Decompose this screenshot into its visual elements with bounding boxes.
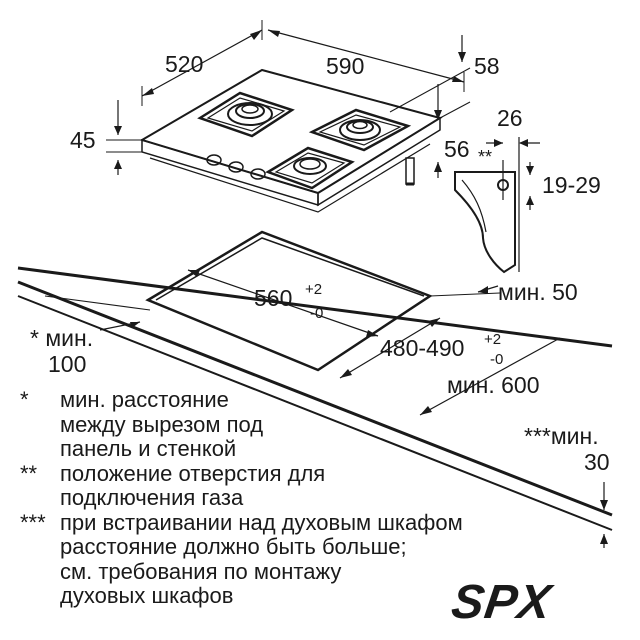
footnote-2-line-1: положение отверстия для [60,460,326,486]
footnote-1-mark: * [20,387,29,412]
hob-front-edge [141,138,319,207]
dimension-arrows [114,30,608,544]
footnote-3-line-1: при встраивании над духовым шкафом [60,509,463,535]
dim-cutout-width-tol-minus: -0 [310,305,323,322]
spx-logo: SPX [448,576,555,629]
dim-cutout-width-tol-plus: +2 [305,281,322,298]
footnote-1-line-1: мин. расстояние [60,387,229,412]
dim-width-top: 590 [326,53,364,79]
footnote-1-line-2: между вырезом под [60,411,264,437]
footnote-1: * мин. расстояние между вырезом под пане… [20,387,580,462]
footnote-2-line-2: подключения газа [60,485,244,510]
dim-cutout-depth: 480-490 [380,335,464,361]
dim-depth-top: 520 [165,51,203,77]
control-knobs [206,154,266,180]
footnote-3: *** при встраивании над духовым шкафом р… [20,509,580,609]
dim-height: 45 [70,127,96,153]
dim-thickness-side: 58 [474,53,500,79]
dim-cutout-width: 560 [254,285,292,311]
hob-dimension-lines [106,20,471,178]
hob-foot-right [405,157,415,185]
footnote-3-line-3: см. требования по монтажу [60,558,342,584]
dim-min-thickness-line2: 30 [584,449,610,475]
hob-body [149,143,431,213]
dim-min-thickness-line1: ***мин. [524,423,599,449]
dim-min-back: мин. 50 [498,279,578,305]
dim-gas-height: 19-29 [542,172,601,198]
hob-drawing [106,20,471,213]
footnote-2-mark: ** [20,460,38,486]
worktop-bottom-edge [17,295,613,531]
footnotes: * мин. расстояние между вырезом под пане… [20,387,580,609]
dim-min-front-line2: 100 [48,351,86,377]
gas-marker: ** [478,147,492,167]
worktop-front-edge [17,280,613,517]
burner-back-left [197,91,295,138]
dim-edge-offset: 56 [444,136,470,162]
dim-cutout-depth-tol-minus: -0 [490,351,503,368]
footnote-2: ** положение отверстия для подключения г… [20,460,580,511]
worktop-drawing [17,230,613,548]
burner-right [308,108,412,152]
footnote-3-line-4: духовых шкафов [60,583,234,608]
dim-gas-offset: 26 [497,105,523,131]
burner-front [265,146,355,190]
footnote-1-line-3: панель и стенкой [60,436,237,461]
footnote-3-mark: *** [20,509,46,535]
footnote-3-line-2: расстояние должно быть больше; [60,534,407,559]
hob-glass-top [139,68,443,195]
dim-min-front-line1: * мин. [30,325,93,351]
dim-min-worktop: мин. 600 [447,372,540,398]
dim-cutout-depth-tol-plus: +2 [484,331,501,348]
worktop-back-edge [17,266,613,348]
